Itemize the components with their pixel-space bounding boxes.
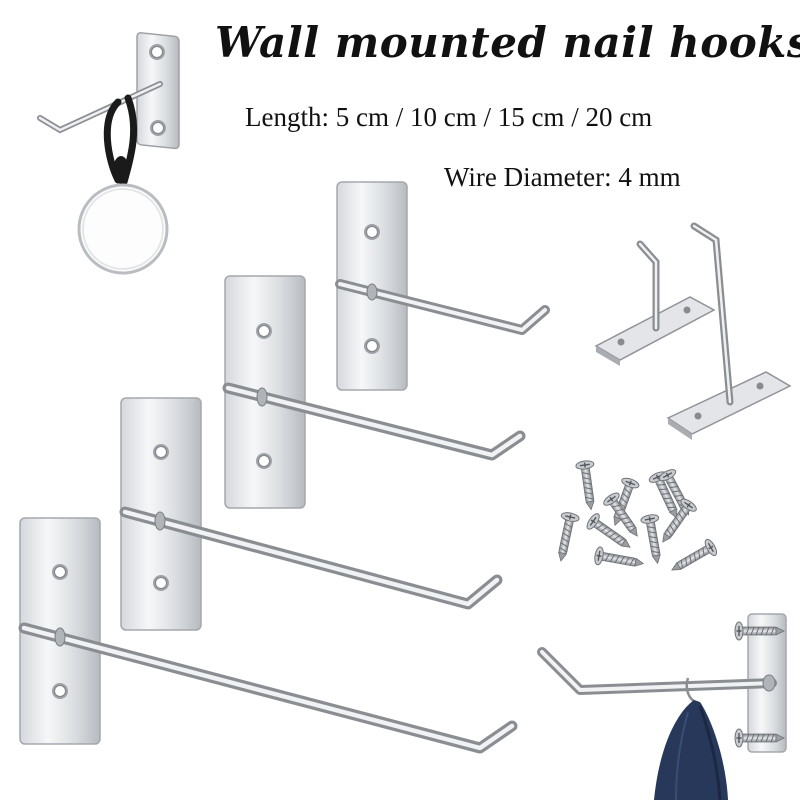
- hook-10cm: [222, 275, 526, 509]
- hook-15cm: [119, 397, 503, 631]
- side-view-hooks: [594, 222, 792, 440]
- length-spec: Length: 5 cm / 10 cm / 15 cm / 20 cm: [245, 102, 653, 132]
- installed-hook-example: [537, 613, 787, 800]
- keychain-hook-illustration: [37, 32, 180, 275]
- mounting-screws: [551, 459, 720, 579]
- wire-diameter-spec: Wire Diameter: 4 mm: [444, 162, 681, 192]
- product-title: Wall mounted nail hooks: [215, 18, 800, 67]
- hook-20cm: [18, 517, 518, 754]
- hook-5cm: [335, 181, 550, 391]
